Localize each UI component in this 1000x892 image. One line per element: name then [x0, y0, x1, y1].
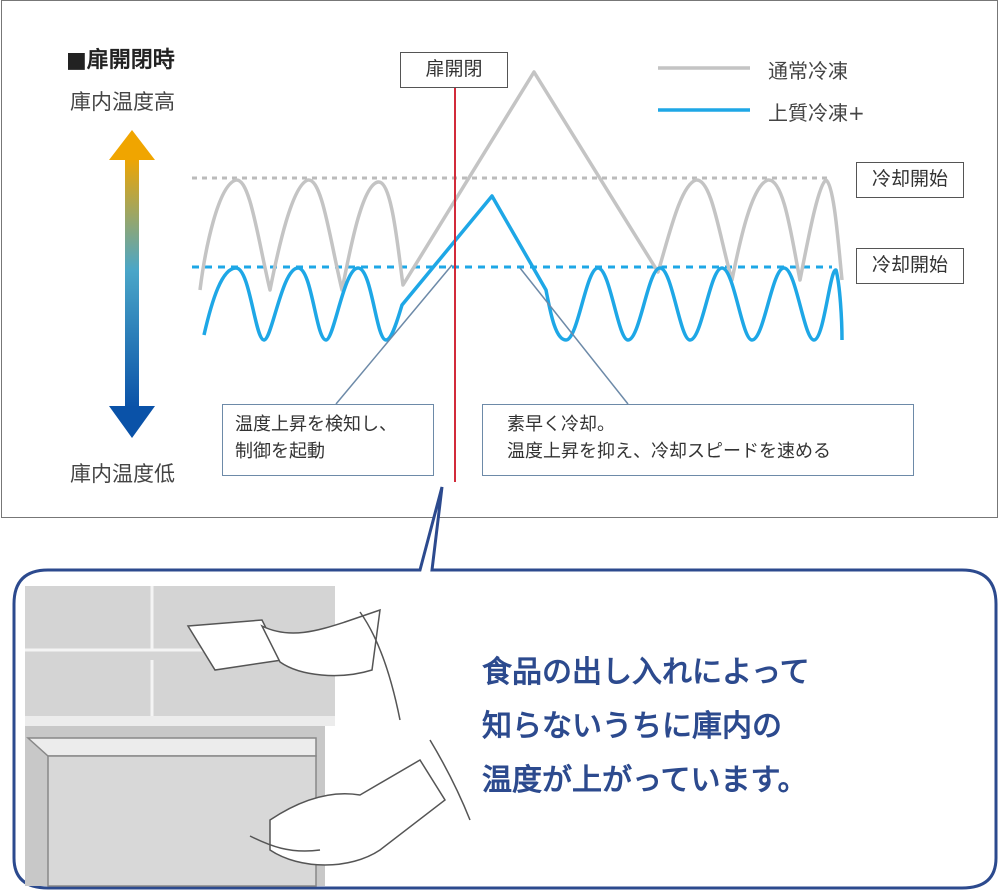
- left-note: 温度上昇を検知し、 制御を起動: [222, 404, 434, 476]
- door-event-label: 扉開閉: [400, 52, 508, 88]
- normal-threshold-label: 冷却開始: [856, 162, 964, 198]
- axis-bottom-label: 庫内温度低: [70, 462, 175, 486]
- caption-line-1: 食品の出し入れによって: [482, 655, 810, 690]
- caption-line-2: 知らないうちに庫内の: [482, 709, 782, 744]
- premium-threshold-label: 冷却開始: [856, 248, 964, 284]
- legend-label-premium: 上質冷凍+: [768, 101, 865, 125]
- right-note-line-2: 温度上昇を抑え、冷却スピードを速める: [507, 441, 831, 462]
- right-note-line-1: 素早く冷却。: [507, 414, 615, 435]
- axis-top-label: 庫内温度高: [70, 90, 175, 114]
- left-note-line-1: 温度上昇を検知し、: [235, 414, 397, 435]
- caption-line-3: 温度が上がっています。: [482, 763, 808, 798]
- right-note: 素早く冷却。 温度上昇を抑え、冷却スピードを速める: [482, 404, 914, 476]
- fridge-illustration: [25, 586, 471, 887]
- legend-label-normal: 通常冷凍: [768, 59, 848, 83]
- heading: ■扉開閉時: [66, 48, 175, 73]
- caption: 食品の出し入れによって 知らないうちに庫内の 温度が上がっています。: [482, 646, 810, 808]
- left-note-line-2: 制御を起動: [235, 441, 325, 462]
